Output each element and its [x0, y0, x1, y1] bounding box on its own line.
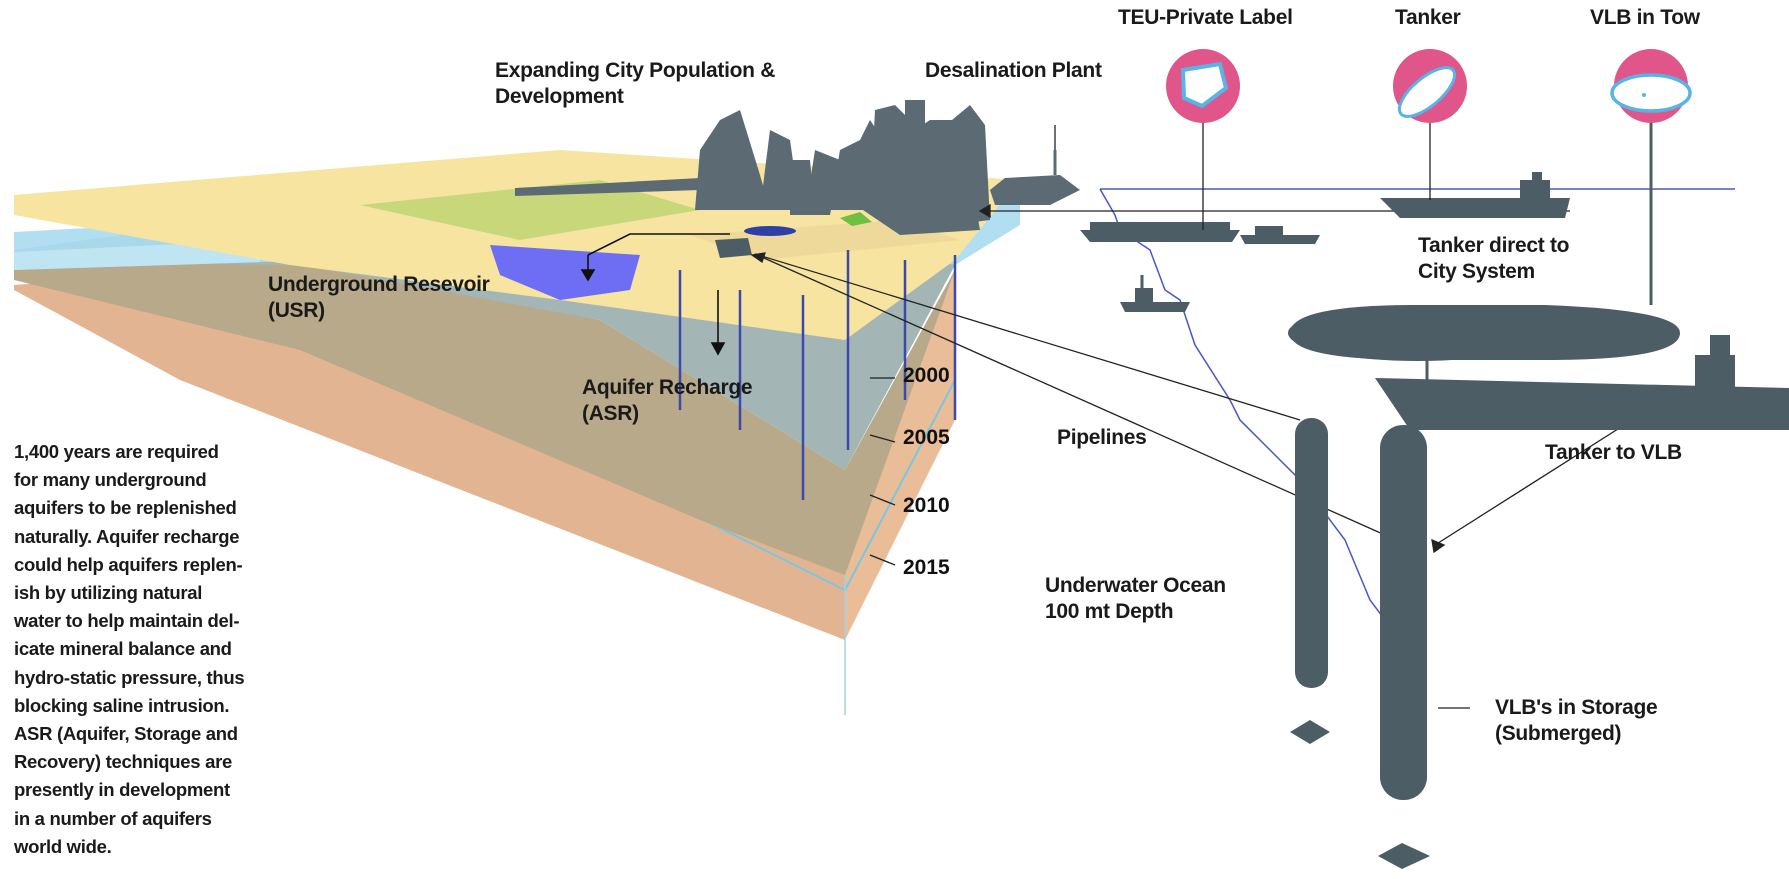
brown-layer: [14, 275, 845, 640]
vlb-badge: [1610, 49, 1692, 123]
connector-lines: [869, 118, 1470, 709]
anchor-1: [1290, 720, 1330, 744]
teu-label: TEU-Private Label: [1118, 6, 1293, 29]
surface-pond: [744, 226, 796, 236]
vlb-storage-label: VLB's in Storage (Submerged): [1495, 696, 1658, 745]
year-label: 2015: [903, 556, 950, 579]
tanker-city-label: Tanker direct to City System: [1418, 234, 1570, 283]
container-ship: [1080, 230, 1240, 242]
city-skyline: [515, 100, 1080, 235]
tug-boat: [1240, 235, 1320, 244]
green-field: [360, 180, 700, 240]
tanker-label: Tanker: [1395, 6, 1461, 29]
usr-label: Underground Resevoir (USR): [268, 273, 490, 322]
vessels: [1080, 120, 1789, 869]
big-tanker: [1375, 378, 1789, 430]
block-front-face: [845, 270, 955, 640]
tanker-blimp-icon: [1397, 66, 1457, 118]
desalination-label: Desalination Plant: [925, 59, 1102, 82]
small-green-patch: [840, 212, 872, 226]
small-building: [715, 238, 752, 258]
year-label: 2000: [903, 364, 950, 387]
teu-badge: [1166, 49, 1240, 123]
vlb-tow-label: VLB in Tow: [1590, 6, 1700, 29]
tanker-vlb-label: Tanker to VLB: [1545, 441, 1682, 464]
container-ship-outline-icon: [1180, 61, 1229, 109]
aquifer-description: 1,400 years are required for many underg…: [14, 441, 245, 857]
surface-tanker: [1380, 198, 1570, 218]
field-patch: [690, 220, 960, 260]
tan-layer: [14, 260, 955, 575]
small-boat: [1120, 302, 1190, 312]
pipelines-label: Pipelines: [1057, 426, 1147, 449]
tanker-badge: [1393, 49, 1467, 123]
underground-reservoir: [490, 245, 640, 300]
year-label: 2010: [903, 494, 950, 517]
vlb-submerged-2: [1380, 425, 1427, 800]
asr-label: Aquifer Recharge (ASR): [582, 376, 753, 425]
city-label: Expanding City Population & Development: [495, 59, 776, 108]
recharge-arrows: [580, 233, 730, 356]
year-label: 2005: [903, 426, 950, 449]
anchor-2: [1378, 843, 1430, 869]
vlb-submerged-1: [1295, 418, 1328, 688]
vlb-bag-icon: [1610, 73, 1692, 113]
underwater-label: Underwater Ocean 100 mt Depth: [1045, 574, 1226, 623]
recharge-wells: [678, 250, 957, 500]
